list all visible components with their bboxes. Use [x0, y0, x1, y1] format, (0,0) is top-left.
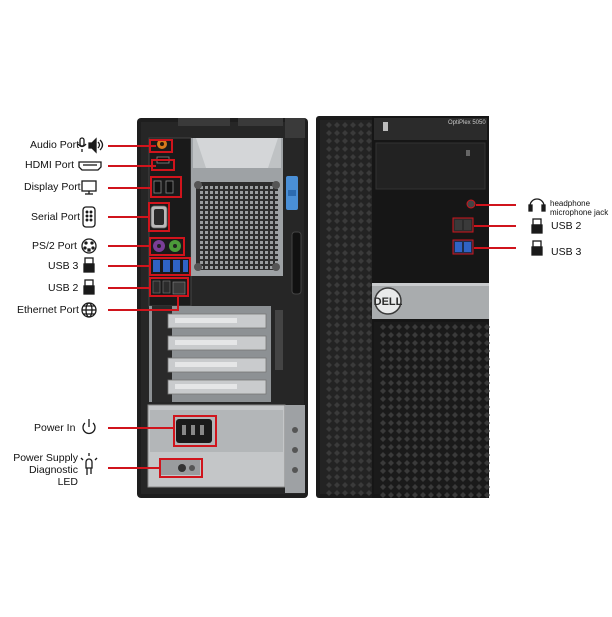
- usb-icon: [83, 279, 95, 295]
- ps2-connector-icon: [81, 238, 97, 254]
- front-usb2-port-2: [464, 220, 471, 230]
- front-mesh-grille-lower: [380, 324, 490, 498]
- rear-usb2-ports: [152, 280, 171, 294]
- microphone-speaker-icon: [77, 137, 104, 154]
- callout-label-ethernet-port: Ethernet Port: [17, 304, 79, 316]
- callout-label-display-port: Display Port: [24, 181, 81, 193]
- optical-bay: [375, 142, 486, 190]
- dell-logo: [374, 287, 402, 315]
- fan-grille-holes: [200, 186, 278, 269]
- front-usb3-port-1: [455, 242, 462, 252]
- callout-label-psu-led: Power Supply Diagnostic LED: [13, 452, 78, 488]
- headset-icon: [528, 198, 546, 212]
- callout-line-ethernet: [108, 296, 179, 311]
- displayport-1: [153, 180, 162, 194]
- callout-label-power-in: Power In: [34, 422, 76, 434]
- callout-label-ps2-port: PS/2 Port: [32, 240, 77, 252]
- rear-chassis: [137, 118, 308, 498]
- front-chassis: DELL: [316, 116, 490, 498]
- callout-label-serial-port: Serial Port: [31, 211, 81, 223]
- displayport-2: [165, 180, 174, 194]
- rear-callout-lines: [108, 139, 217, 478]
- ethernet-port: [172, 281, 186, 295]
- callout-label-audio-port: Audio Port: [30, 139, 80, 151]
- led-icon: [80, 453, 98, 475]
- front-icons: [528, 198, 546, 256]
- callout-label-usb2: USB 2: [48, 282, 79, 294]
- hdmi-icon: [78, 161, 102, 171]
- psu-diagnostic-led: [178, 464, 186, 472]
- callout-label-front-usb2: USB 2: [551, 220, 582, 232]
- usb-icon: [83, 257, 95, 273]
- usb-icon: [531, 240, 543, 256]
- power-icon: [82, 419, 96, 435]
- front-mesh-grille: [326, 122, 372, 496]
- front-usb2-port-1: [455, 220, 462, 230]
- callout-label-front-usb3: USB 3: [551, 246, 582, 258]
- network-globe-icon: [81, 302, 97, 318]
- front-usb3-port-2: [464, 242, 471, 252]
- front-audio-jack: [466, 199, 476, 209]
- model-label: OptiPlex 5050: [448, 120, 486, 126]
- callout-label-hdmi-port: HDMI Port: [25, 159, 75, 171]
- power-button: [383, 122, 388, 131]
- usb-icon: [531, 218, 543, 234]
- rear-icons: [77, 137, 104, 475]
- serial-port-icon: [82, 206, 96, 228]
- callout-label-usb3: USB 3: [48, 260, 79, 272]
- front-callout-lines: [474, 204, 516, 249]
- chassis-handle: [291, 231, 302, 295]
- callout-label-headphone-jack: headphone microphone jack: [550, 199, 609, 217]
- monitor-icon: [81, 180, 97, 195]
- rear-usb3-ports: [153, 260, 188, 272]
- dell-logo-text: DELL: [374, 296, 403, 308]
- expansion-slot-covers: [167, 313, 267, 395]
